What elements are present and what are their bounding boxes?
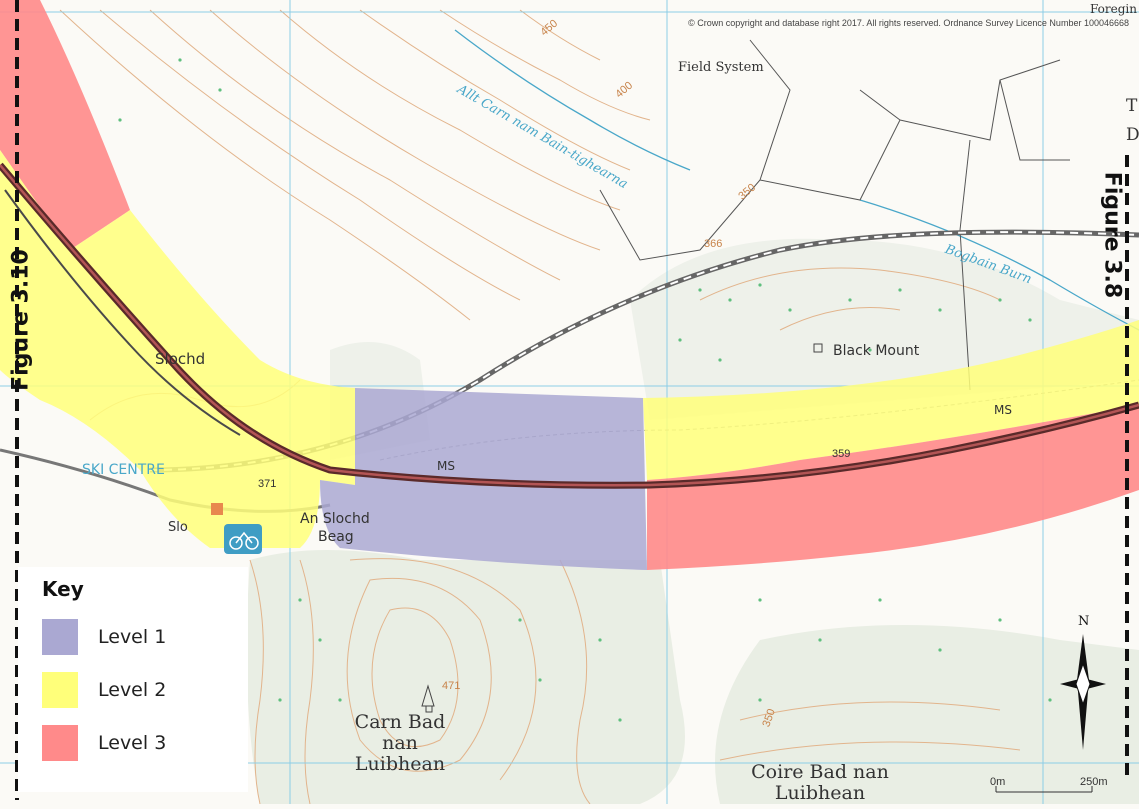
label-coire-bad: Coire Bad nan Luibhean <box>751 761 889 804</box>
height-371: 371 <box>258 478 277 490</box>
label-d: D <box>1126 125 1139 145</box>
copyright-notice: © Crown copyright and database right 201… <box>688 18 1129 28</box>
label-slochd: Slochd <box>155 350 206 368</box>
height-471: 471 <box>442 680 461 692</box>
contour-lines <box>59 9 1021 805</box>
black-mount-trig <box>813 343 823 353</box>
key-swatch-level-2 <box>42 672 78 708</box>
north-arrow-icon <box>1060 634 1106 750</box>
label-an-slochd: An Slochd <box>300 511 370 527</box>
key-swatch-level-1 <box>42 619 78 655</box>
field-boundaries <box>599 39 1070 391</box>
height-366: 366 <box>704 238 723 250</box>
label-carn-bad: Carn Bad nan Luibhean <box>354 711 446 775</box>
label-foregin: Foregin <box>1090 2 1137 16</box>
zone-level2-east <box>643 320 1139 480</box>
label-t: T <box>1126 96 1138 116</box>
key-item-level-3: Level 3 <box>42 725 166 761</box>
key-label-level-2: Level 2 <box>98 679 167 701</box>
label-black-mount: Black Mount <box>833 343 920 359</box>
woodland-symbols <box>118 58 1052 722</box>
zone-level3-north <box>0 0 130 250</box>
figure-3-8-label[interactable]: Figure 3.8 <box>1099 171 1125 299</box>
impact-zones <box>0 0 1139 570</box>
a9-road-centre <box>0 164 1139 487</box>
label-field-system: Field System <box>678 60 764 75</box>
figure-3-10-label[interactable]: Figure 3.10 <box>8 249 34 391</box>
key-label-level-3: Level 3 <box>98 732 167 754</box>
key-swatch-level-3 <box>42 725 78 761</box>
scale-end: 250m <box>1080 776 1108 788</box>
label-ski-centre: SKI CENTRE <box>82 462 165 478</box>
height-359: 359 <box>832 448 851 460</box>
zone-level2-west <box>0 150 355 548</box>
zone-level3-east <box>647 405 1139 570</box>
scale-bar <box>995 786 1093 793</box>
key-item-level-1: Level 1 <box>42 619 166 655</box>
map-key: Key Level 1 Level 2 Level 3 <box>18 567 248 792</box>
key-title: Key <box>42 577 84 601</box>
ski-centre-marker <box>211 503 223 515</box>
cycle-route-icon <box>224 524 262 554</box>
key-item-level-2: Level 2 <box>42 672 166 708</box>
label-ms-1: MS <box>437 459 455 473</box>
slip-road <box>4 189 241 436</box>
streams <box>454 29 1139 331</box>
key-label-level-1: Level 1 <box>98 626 167 648</box>
scale-start: 0m <box>990 776 1006 788</box>
north-label: N <box>1078 614 1090 629</box>
label-ms-2: MS <box>994 403 1012 417</box>
label-beag: Beag <box>318 529 354 545</box>
label-slo: Slo <box>168 520 188 535</box>
